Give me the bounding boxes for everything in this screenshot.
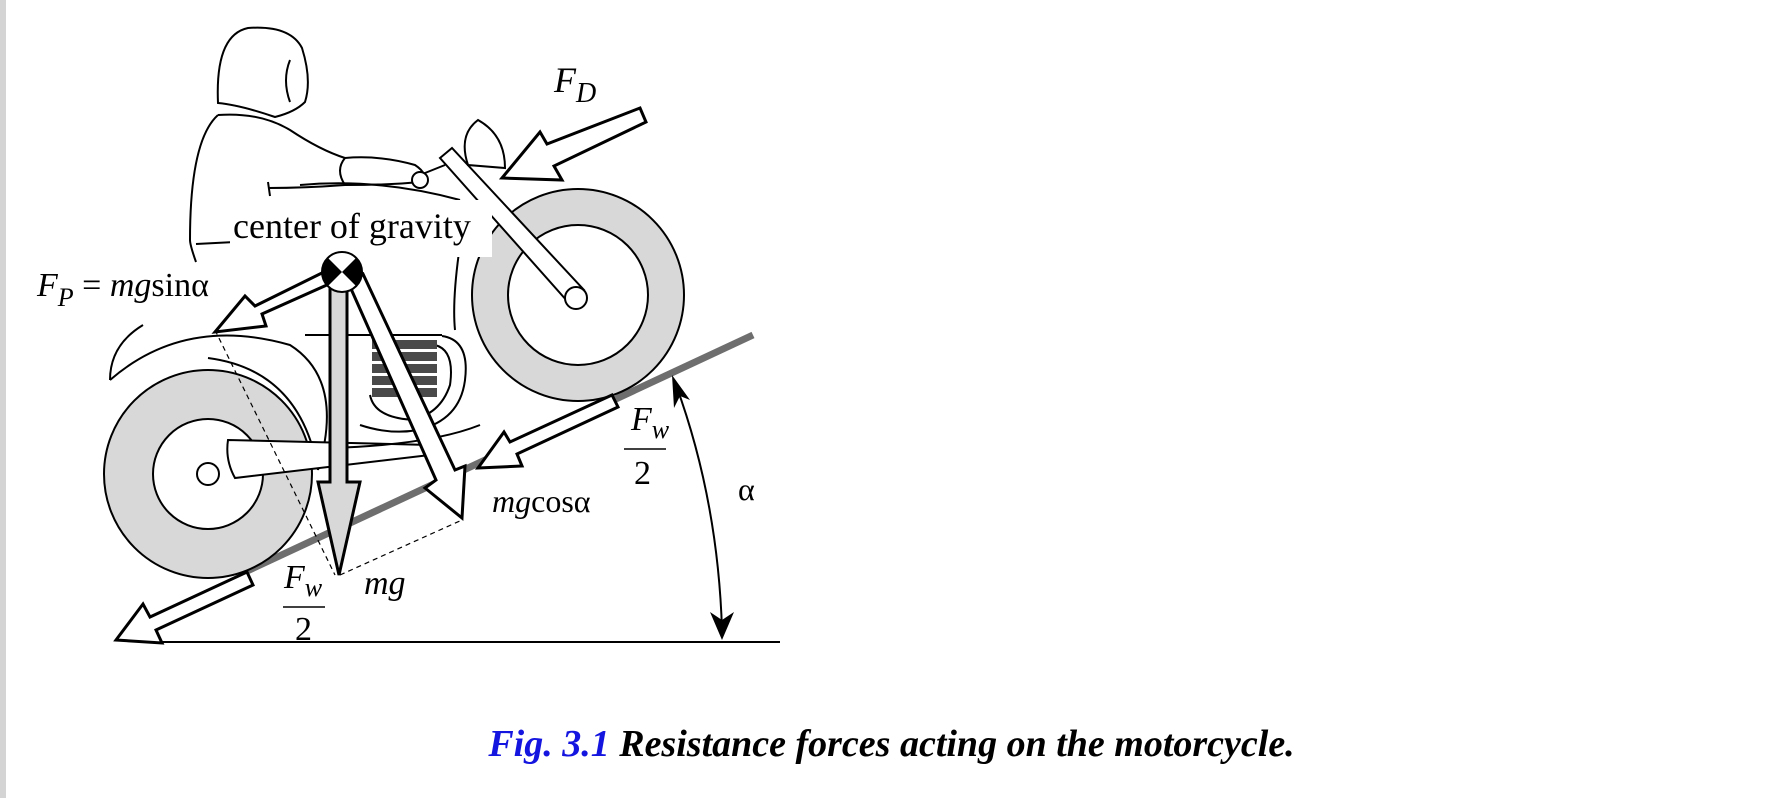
weight-arrow	[316, 278, 362, 576]
dashed-line-slope-component	[214, 329, 336, 576]
svg-text:Fw: Fw	[630, 401, 670, 444]
rear-wheel-force-arrow	[113, 570, 255, 645]
angle-arrowhead-bottom	[710, 612, 734, 640]
slope-force-arrow	[211, 265, 341, 334]
front-wheel-force-arrow	[474, 393, 621, 470]
motorcycle-forces-diagram: FD center of gravity FP = mgsinα mgcosα …	[36, 26, 780, 648]
headlight	[463, 118, 507, 170]
rear-fender	[109, 334, 328, 471]
angle-arrowhead-top	[672, 375, 690, 408]
figure-caption: Fig. 3.1 Resistance forces acting on the…	[0, 722, 1783, 766]
rear-fender-tip	[109, 324, 144, 381]
figure-number: Fig. 3.1	[488, 723, 610, 765]
rear-wheel	[103, 369, 313, 579]
drag-force-label: FD	[553, 60, 596, 109]
figure-caption-text: Resistance forces acting on the motorcyc…	[609, 723, 1295, 765]
drag-force-arrow	[498, 106, 648, 182]
normal-force-label: mgcosα	[492, 483, 591, 519]
normal-force-arrow	[346, 271, 467, 522]
center-of-gravity-icon	[321, 251, 363, 293]
dashed-line-normal-component	[339, 519, 463, 576]
front-wheel-force-label: Fw 2	[624, 401, 670, 492]
rear-wheel-force-label: Fw 2	[283, 559, 325, 648]
cog-label-bg	[230, 200, 492, 257]
angle-label: α	[738, 471, 755, 507]
center-of-gravity-label: center of gravity	[233, 206, 471, 246]
svg-text:2: 2	[295, 611, 312, 648]
svg-text:2: 2	[634, 455, 651, 492]
svg-text:Fw: Fw	[283, 559, 323, 602]
rider	[188, 26, 446, 263]
slope-force-label: FP = mgsinα	[36, 267, 209, 312]
weight-label: mg	[364, 565, 406, 602]
page-left-border	[0, 0, 6, 798]
front-fork	[438, 146, 588, 310]
motorcycle-body	[299, 182, 467, 433]
angle-arc	[675, 384, 723, 631]
